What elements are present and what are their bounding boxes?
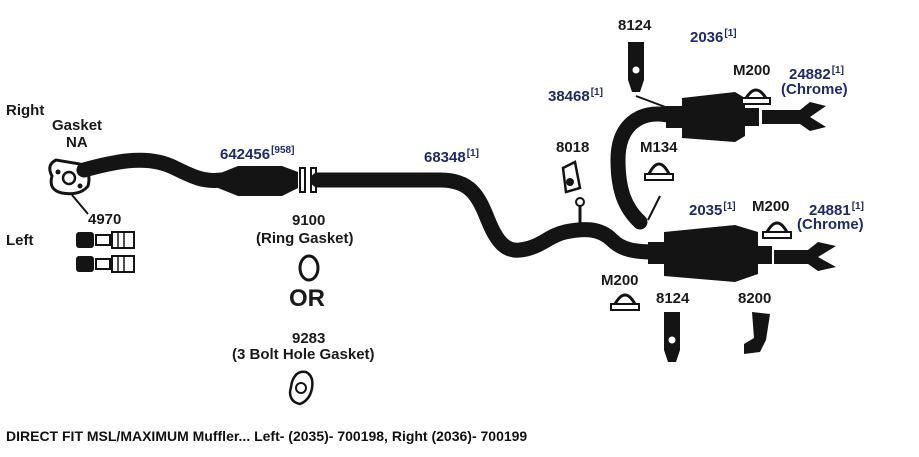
label-m200-bottom: M200 bbox=[601, 272, 639, 289]
label-or: OR bbox=[289, 285, 325, 312]
catalytic-converter bbox=[218, 166, 298, 196]
label-38468: 38468[1] bbox=[548, 84, 603, 105]
label-8018: 8018 bbox=[556, 139, 590, 156]
front-pipe bbox=[76, 152, 230, 188]
label-68348: 68348[1] bbox=[424, 145, 479, 166]
clamp-m134 bbox=[644, 162, 674, 181]
label-24881: 24881[1] bbox=[809, 198, 864, 219]
label-ring-gasket: (Ring Gasket) bbox=[256, 230, 354, 247]
diagram-caption: DIRECT FIT MSL/MAXIMUM Muffler... Left- … bbox=[6, 428, 528, 444]
label-2036: 2036[1] bbox=[690, 25, 737, 46]
label-na: NA bbox=[66, 134, 88, 151]
clamp-m200-mid bbox=[762, 221, 792, 239]
ring-gasket-9100 bbox=[298, 254, 320, 282]
part-number-68348: 68348 bbox=[424, 149, 466, 166]
qty-38468: [1] bbox=[590, 87, 603, 98]
label-m200-top: M200 bbox=[733, 62, 771, 79]
label-chrome-top: (Chrome) bbox=[781, 81, 848, 98]
hanger-8124-top bbox=[628, 42, 644, 92]
hanger-8124-bottom bbox=[664, 312, 680, 362]
clamp-m200-bottom bbox=[610, 293, 640, 311]
part-number-2036: 2036 bbox=[690, 29, 724, 46]
label-gasket: Gasket bbox=[52, 117, 103, 134]
label-left: Left bbox=[6, 232, 34, 249]
label-2035: 2035[1] bbox=[689, 198, 736, 219]
label-8124-top: 8124 bbox=[618, 17, 652, 34]
label-24882: 24882[1] bbox=[789, 62, 844, 83]
bolt-gasket-9283 bbox=[288, 370, 314, 406]
clamp-m200-top bbox=[741, 88, 771, 105]
part-number-24882: 24882 bbox=[789, 66, 831, 83]
qty-2035: [1] bbox=[723, 201, 736, 212]
qty-24882: [1] bbox=[831, 65, 844, 76]
4970-leader bbox=[71, 194, 89, 215]
qty-2036: [1] bbox=[724, 28, 737, 39]
label-8124-bottom: 8124 bbox=[656, 290, 690, 307]
intermediate-pipe bbox=[310, 172, 663, 260]
part-number-24881: 24881 bbox=[809, 202, 851, 219]
label-chrome-bottom: (Chrome) bbox=[797, 216, 864, 233]
label-9100: 9100 bbox=[292, 212, 326, 229]
y-pipe-38468 bbox=[610, 106, 676, 230]
qty-642456: [958] bbox=[271, 145, 295, 156]
label-642456: 642456[958] bbox=[220, 142, 294, 163]
bolts-4970 bbox=[76, 231, 135, 273]
ring-gasket-joint bbox=[299, 167, 306, 193]
part-number-38468: 38468 bbox=[548, 88, 590, 105]
qty-68348: [1] bbox=[466, 148, 479, 159]
label-m200-mid: M200 bbox=[752, 198, 790, 215]
part-number-2035: 2035 bbox=[689, 202, 723, 219]
qty-24881: [1] bbox=[851, 201, 864, 212]
tail-tip-24882 bbox=[762, 102, 826, 131]
hanger-8018 bbox=[561, 160, 585, 232]
label-bolt-gasket: (3 Bolt Hole Gasket) bbox=[232, 346, 375, 363]
muffler-2036 bbox=[666, 92, 759, 142]
label-right: Right bbox=[6, 102, 45, 119]
label-9283: 9283 bbox=[292, 330, 326, 347]
hanger-8200 bbox=[744, 312, 770, 354]
muffler-2035 bbox=[648, 225, 772, 282]
label-8200: 8200 bbox=[738, 290, 772, 307]
part-number-642456: 642456 bbox=[220, 146, 271, 163]
label-m134: M134 bbox=[640, 139, 678, 156]
tail-tip-24881 bbox=[774, 242, 836, 271]
38468-leader bbox=[635, 95, 669, 109]
m134-leader bbox=[647, 195, 661, 221]
label-4970: 4970 bbox=[88, 211, 122, 228]
